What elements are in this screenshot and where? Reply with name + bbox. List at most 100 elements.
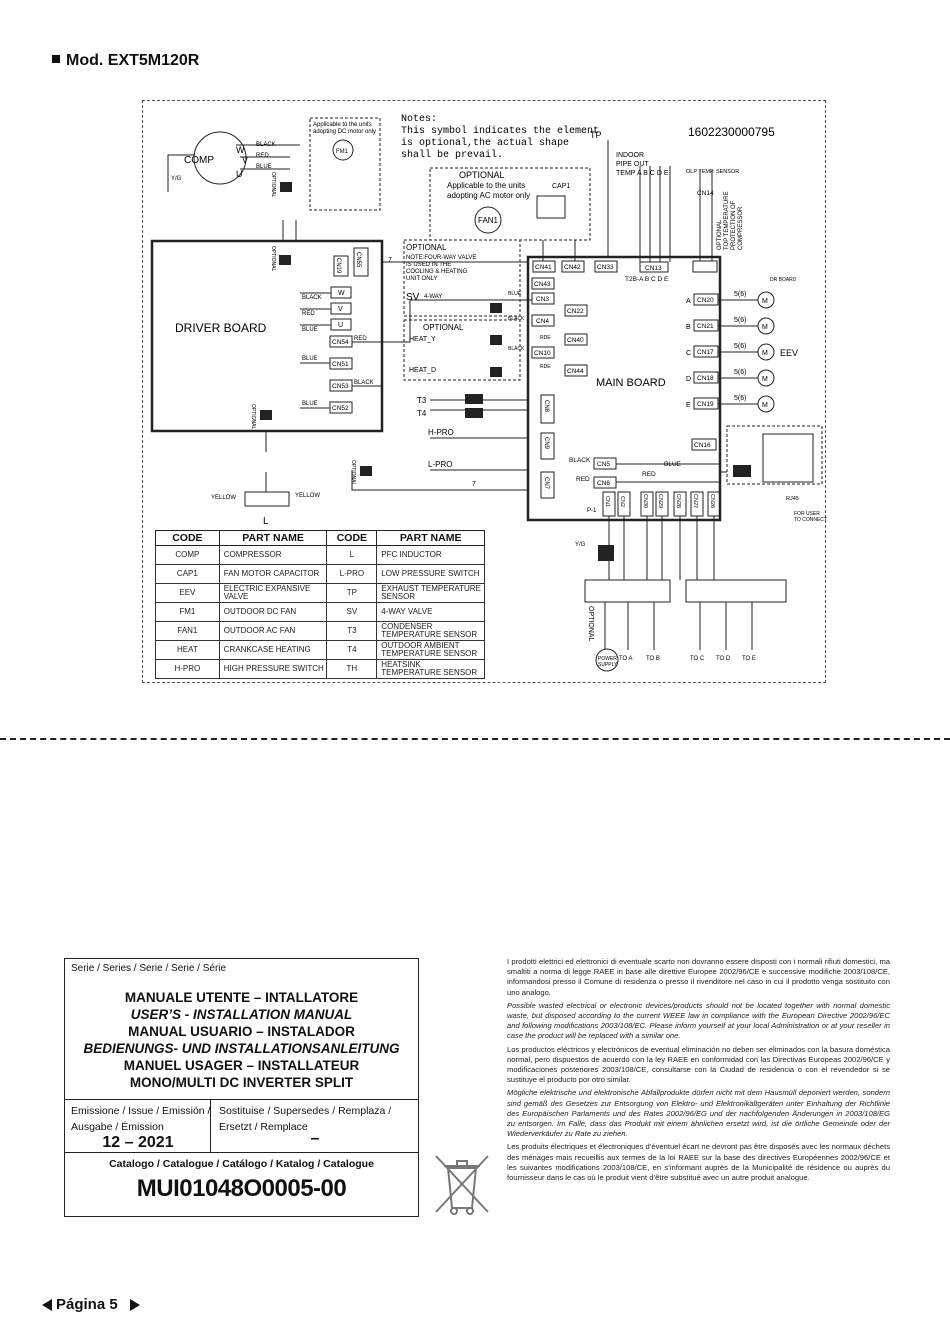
eev-count-label: 5(6) xyxy=(734,291,746,298)
legend-code-cell: H-PRO xyxy=(155,659,220,679)
driver-connector-label: CN54 xyxy=(332,339,349,346)
diagram-wire-black: BLACK xyxy=(302,295,322,301)
diagram-four-way-label: 4-WAY xyxy=(424,294,442,300)
main-connector-label: CN9 xyxy=(543,437,549,450)
legend-code-cell: FAN1 xyxy=(155,621,220,641)
main-connector-label: CN8 xyxy=(543,400,549,413)
diagram-wire-black: BLACK xyxy=(354,380,374,386)
manual-title-product: MONO/MULTI DC INVERTER SPLIT xyxy=(129,1075,354,1090)
diagram-t4-label: T4 xyxy=(417,409,427,418)
fm1-motor-symbol xyxy=(332,139,354,161)
main-connector-label: CN6 xyxy=(597,480,610,487)
legend-header-row: CODE PART NAME CODE PART NAME xyxy=(155,530,485,546)
eev-port-letter: B xyxy=(686,324,691,331)
eev-port-letter: A xyxy=(686,298,691,305)
series-label: Serie / Series / Serie / Serie / Série xyxy=(71,963,227,974)
main-connector-label: CN4 xyxy=(536,318,549,325)
legend-code-cell: TH xyxy=(326,659,378,679)
indoor-pipe-label: TEMP xyxy=(616,170,636,177)
power-supply-label: SUPPLY xyxy=(598,662,618,668)
main-connector-label: CN27 xyxy=(692,494,698,508)
diagram-heat-y-label: HEAT_Y xyxy=(409,336,436,343)
diagram-to-d-label: TO D xyxy=(716,656,731,662)
eev-count-label: 5(6) xyxy=(734,369,746,376)
diagram-seven-label: 7 xyxy=(472,481,476,488)
diagram-to-b-label: TO B xyxy=(646,656,660,662)
diagram-l-label: L xyxy=(263,516,269,527)
diagram-optional-label: OPTIONAL xyxy=(406,243,447,252)
driver-connector-label: U xyxy=(338,322,343,329)
diagram-wire-blue: BLUE xyxy=(302,327,318,333)
main-connector-label: CN13 xyxy=(645,265,662,272)
driver-connector-label: CN52 xyxy=(332,405,349,412)
top-temp-label: OPTIONAL xyxy=(717,219,723,250)
legend-part-cell: ELECTRIC EXPANSIVE VALVE xyxy=(218,583,328,603)
diagram-heat-d-label: HEAT_D xyxy=(409,367,436,374)
main-connector-label: CN30 xyxy=(642,494,648,508)
diagram-wire-yellow: YELLOW xyxy=(211,495,236,501)
legend-part-cell: 4-WAY VALVE xyxy=(376,602,485,622)
diagram-wire-blue: BLUE xyxy=(256,164,272,170)
power-supply-label: POWER xyxy=(598,656,617,662)
four-way-note-line: NOTE:FOUR-WAY VALVE xyxy=(406,255,476,261)
dc-motor-note-line: Applicable to the units xyxy=(313,122,372,128)
eev-motor-label: M xyxy=(762,298,768,305)
legend-code-cell: SV xyxy=(326,602,378,622)
legend-header-cell: PART NAME xyxy=(218,530,328,546)
supersedes-label: Sostituise / Supersedes / Remplaza / Ers… xyxy=(219,1105,392,1133)
main-connector-label: CN42 xyxy=(564,264,581,271)
diagram-sv-label: SV xyxy=(406,292,420,303)
eev-count-label: 5(6) xyxy=(734,317,746,324)
four-way-optional-box xyxy=(403,239,521,317)
main-connector-label: CN26 xyxy=(709,494,715,508)
diagram-wire-blue: BLUE xyxy=(302,401,318,407)
top-temp-label: TOP TEMPERATURE xyxy=(724,191,730,250)
eev-port-connector: CN19 xyxy=(697,401,714,408)
eev-port-letter: D xyxy=(686,376,691,383)
catalog-code: MUI01048O0005-00 xyxy=(136,1175,347,1202)
diagram-wire-red: RED xyxy=(576,476,590,483)
for-user-label: FOR USER xyxy=(794,511,820,517)
main-connector-label: CN41 xyxy=(535,264,552,271)
manual-title-de: BEDIENUNGS- UND INSTALLATIONSANLEITUNG xyxy=(83,1041,400,1056)
diagram-u-label: U xyxy=(236,169,243,179)
driver-connector-label: CN51 xyxy=(332,361,349,368)
diagram-wire-blue: BLUE xyxy=(302,356,318,362)
driver-board-label: DRIVER BOARD xyxy=(175,321,267,335)
legend-part-cell: FAN MOTOR CAPACITOR xyxy=(218,564,328,584)
eev-port-connector: CN20 xyxy=(697,297,714,304)
main-connector-label: CN43 xyxy=(534,281,551,288)
main-connector-label: CN3 xyxy=(536,296,549,303)
page-navigation: Página 5 xyxy=(42,1296,140,1313)
diagram-fan1-label: FAN1 xyxy=(478,216,499,225)
diagram-to-e-label: TO E xyxy=(742,656,756,662)
main-connector-label: CN10 xyxy=(534,350,551,357)
main-connector-label: CN1 xyxy=(604,496,610,507)
legend-part-cell: PFC INDUCTOR xyxy=(376,545,485,565)
fm1-optional-box xyxy=(309,117,381,211)
next-page-icon[interactable] xyxy=(129,1298,140,1311)
four-way-note-line: COOLING & HEATING xyxy=(406,269,468,275)
manual-title-en: USER’S - INSTALLATION MANUAL xyxy=(130,1007,353,1022)
legend-header-cell: CODE xyxy=(326,530,378,546)
legend-code-cell: T3 xyxy=(326,621,378,641)
supersedes-value: – xyxy=(310,1130,320,1147)
main-connector-label: CN7 xyxy=(543,477,549,490)
previous-page-icon[interactable] xyxy=(42,1298,52,1311)
legend-part-cell: OUTDOOR AC FAN xyxy=(218,621,328,641)
diagram-optional-vertical: OPTIONAL xyxy=(250,404,256,430)
driver-connector-label: W xyxy=(338,290,345,297)
eev-port-connector: CN18 xyxy=(697,375,714,382)
heater-optional-box xyxy=(403,319,521,381)
for-user-label: TO CONNECT xyxy=(794,517,827,523)
diagram-optional-vertical: OPTIONAL xyxy=(587,606,594,642)
diagram-wire-black: BLACK xyxy=(256,142,276,148)
model-title: Mod. EXT5M120R xyxy=(52,52,199,70)
manual-title-fr: MANUEL USAGER – INSTALLATEUR xyxy=(123,1058,360,1073)
wiring-diagram-frame xyxy=(142,100,826,683)
diagram-abcde-label: A B C D E xyxy=(637,170,669,177)
diagram-tp-label: TP xyxy=(590,130,602,140)
